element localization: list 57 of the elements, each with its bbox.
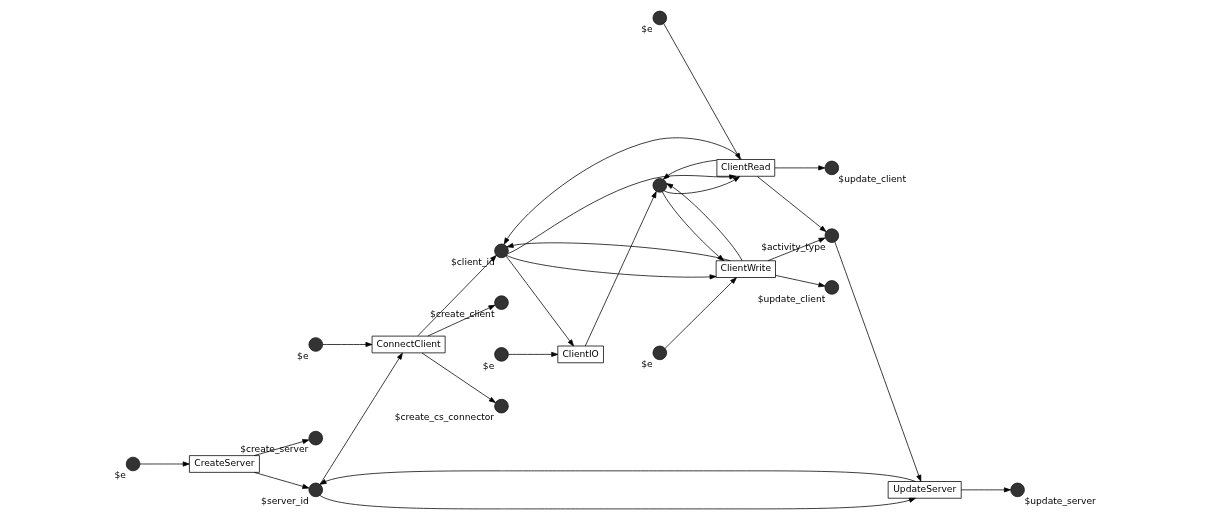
node-circle xyxy=(824,280,840,295)
arrow xyxy=(319,352,403,485)
arrow xyxy=(663,159,718,180)
node-label: $server_id xyxy=(261,496,309,507)
node-circle xyxy=(494,347,509,362)
node-label: $e xyxy=(641,24,653,35)
node-box: CreateServer xyxy=(189,455,260,473)
node-label: $e xyxy=(641,359,653,370)
node-circle xyxy=(652,178,668,193)
node-label: $create_cs_connector xyxy=(394,412,495,423)
arrow xyxy=(322,342,373,347)
node-label: $update_client xyxy=(838,174,906,185)
node-box: UpdateServer xyxy=(887,481,962,499)
arrow xyxy=(139,461,190,467)
node-circle xyxy=(652,345,668,361)
node-box: ClientRead xyxy=(716,159,776,177)
arrow xyxy=(319,495,916,510)
node-label: $update_server xyxy=(1024,496,1096,507)
node-circle xyxy=(652,10,668,26)
arrow xyxy=(664,277,737,349)
arrow xyxy=(960,487,1011,493)
node-box: ClientIO xyxy=(557,345,604,364)
node-label: $e xyxy=(297,350,309,361)
arrow xyxy=(506,242,731,262)
node-box: ClientWrite xyxy=(715,260,776,278)
node-circle xyxy=(494,398,509,414)
node-circle xyxy=(824,228,840,243)
arrow xyxy=(584,191,657,347)
arrow xyxy=(663,176,741,194)
arrow xyxy=(319,470,916,485)
node-circle xyxy=(494,243,509,259)
node-circle xyxy=(125,456,141,472)
arrow xyxy=(775,275,826,288)
arrow xyxy=(774,165,826,171)
node-label: $e xyxy=(482,360,495,371)
node-label: $e xyxy=(114,470,126,481)
arrow xyxy=(666,183,743,261)
node-circle xyxy=(308,430,323,446)
arrow xyxy=(507,351,559,357)
arrow xyxy=(756,176,827,232)
arrow xyxy=(421,352,496,403)
arrow xyxy=(253,472,310,489)
arrow xyxy=(663,23,741,160)
arrow xyxy=(417,255,497,337)
arrow xyxy=(506,255,717,280)
arrow xyxy=(662,191,725,262)
arrow xyxy=(507,174,737,254)
node-box: ConnectClient xyxy=(371,335,446,354)
node-circle xyxy=(1010,482,1025,498)
node-circle xyxy=(308,482,323,498)
node-label: $update_client xyxy=(757,293,826,304)
node-circle xyxy=(824,160,840,176)
node-circle xyxy=(494,295,509,310)
arrow xyxy=(834,241,922,482)
arrow xyxy=(503,137,743,245)
node-circle xyxy=(308,337,323,352)
arrow xyxy=(505,255,574,347)
